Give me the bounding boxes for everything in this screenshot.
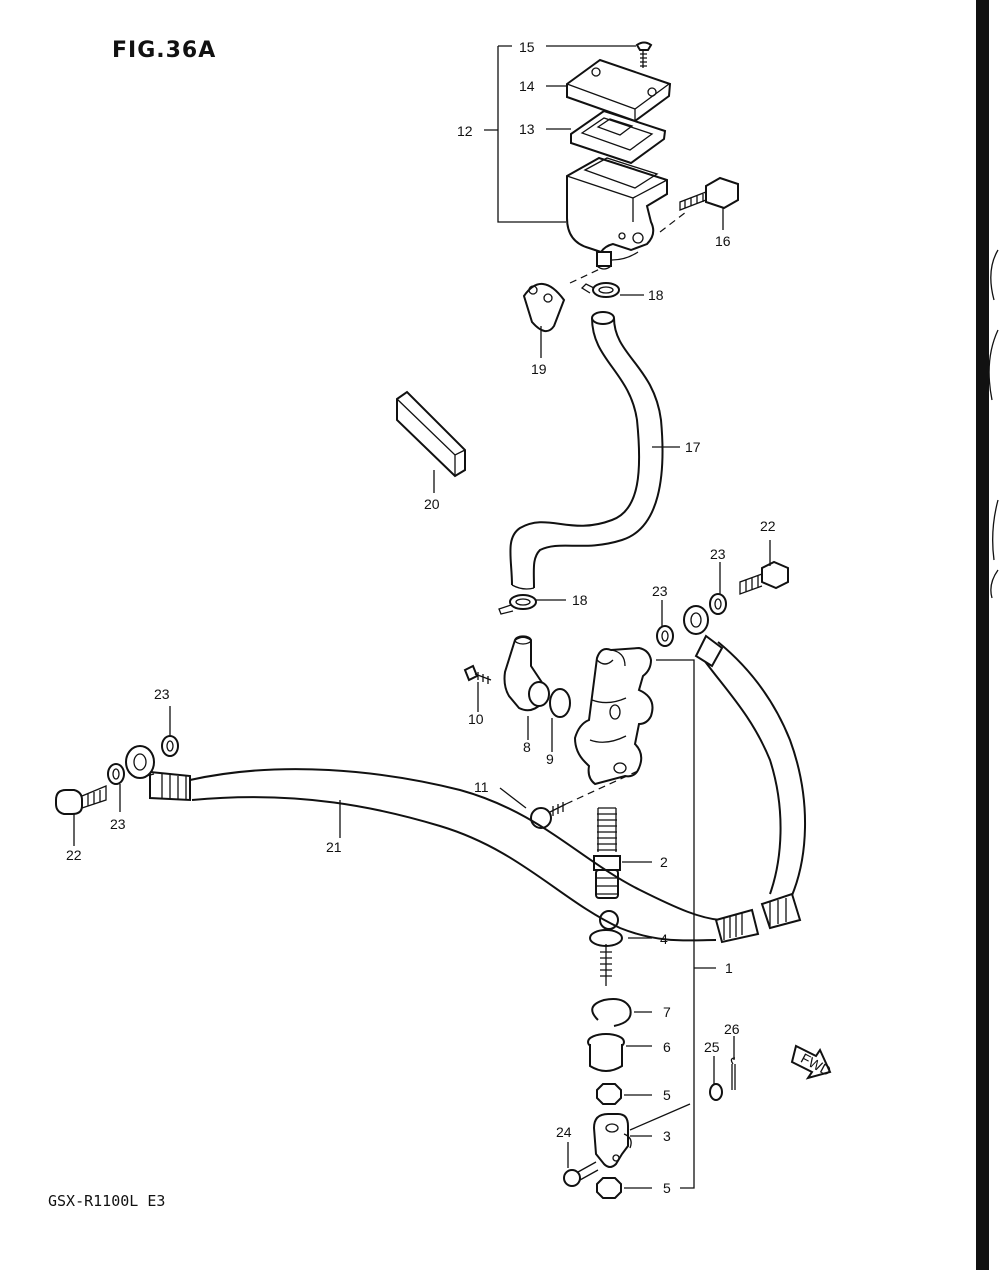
callout-3: 3: [663, 1128, 671, 1144]
callout-2: 2: [660, 854, 668, 870]
piston-spring: [597, 807, 617, 852]
banjo-bolt-right: [739, 560, 789, 595]
washer-23-left-inner: [107, 763, 125, 785]
master-cylinder-body: [573, 646, 654, 786]
callout-4: 4: [660, 931, 668, 947]
washer-23-right-outer: [709, 593, 727, 615]
dust-boot: [587, 1033, 625, 1072]
reservoir-cap-screw: [635, 41, 653, 68]
reservoir-bolt: [679, 176, 739, 211]
caution-label: [396, 390, 466, 478]
circlip: [591, 998, 632, 1027]
connector-screw: [463, 664, 492, 684]
leader-lines: [73, 45, 771, 1189]
clevis-pin: [563, 1161, 599, 1187]
model-designation: GSX-R1100L E3: [48, 1192, 166, 1210]
callout-23-right-outer: 23: [710, 546, 726, 562]
callout-26: 26: [724, 1021, 740, 1037]
cotter-pin: [730, 1057, 736, 1090]
callout-23-left-inner: 23: [110, 816, 126, 832]
reservoir-diaphragm: [570, 109, 667, 165]
adjacent-page-edge: [988, 249, 999, 599]
page-edge-bar: [976, 0, 989, 1270]
callout-8: 8: [523, 739, 531, 755]
callout-21: 21: [326, 839, 342, 855]
reservoir-bracket-plate: [522, 283, 566, 333]
callout-24: 24: [556, 1124, 572, 1140]
banjo-bolt-left: [55, 785, 107, 815]
banjo-fitting-right: [683, 605, 709, 635]
piston: [595, 869, 619, 899]
callout-23-right-inner: 23: [652, 583, 668, 599]
callout-labels: 15 14 13 12 16 18 19 17 20 18 22 23 23 2…: [66, 39, 776, 1196]
callout-5-upper: 5: [663, 1087, 671, 1103]
reservoir-hose: [509, 311, 664, 590]
callout-19: 19: [531, 361, 547, 377]
forward-arrow: FWD: [790, 1044, 834, 1080]
reservoir-cap: [566, 58, 672, 123]
callout-25: 25: [704, 1039, 720, 1055]
callout-13: 13: [519, 121, 535, 137]
clevis: [592, 1113, 632, 1168]
callout-14: 14: [519, 78, 535, 94]
washer-clevis: [709, 1083, 723, 1101]
callout-10: 10: [468, 711, 484, 727]
callout-1: 1: [725, 960, 733, 976]
connector-o-ring: [549, 688, 571, 718]
reservoir-hose-clamp: [580, 282, 620, 298]
callout-22-left: 22: [66, 847, 82, 863]
washer-23-right-inner: [656, 625, 674, 647]
callout-15: 15: [519, 39, 535, 55]
reservoir-body: [566, 156, 668, 270]
callout-17: 17: [685, 439, 701, 455]
lock-nut-lower: [596, 1177, 622, 1199]
callout-23-left-outer: 23: [154, 686, 170, 702]
callout-20: 20: [424, 496, 440, 512]
lock-nut-upper: [596, 1083, 622, 1105]
callout-9: 9: [546, 751, 554, 767]
callout-22-right: 22: [760, 518, 776, 534]
callout-16: 16: [715, 233, 731, 249]
piston-cup: [593, 855, 621, 871]
callout-11: 11: [474, 779, 489, 795]
lower-hose-clamp: [498, 594, 537, 615]
callout-18-upper: 18: [648, 287, 664, 303]
callout-18-lower: 18: [572, 592, 588, 608]
callout-12: 12: [457, 123, 473, 139]
washer-23-left-outer: [161, 735, 179, 757]
clutch-hose: [149, 634, 807, 944]
callout-6: 6: [663, 1039, 671, 1055]
callout-5-lower: 5: [663, 1180, 671, 1196]
push-rod: [589, 910, 623, 986]
figure-title: FIG.36A: [112, 38, 217, 63]
hose-connector: [503, 635, 550, 712]
banjo-fitting-left: [125, 745, 155, 779]
callout-7: 7: [663, 1004, 671, 1020]
